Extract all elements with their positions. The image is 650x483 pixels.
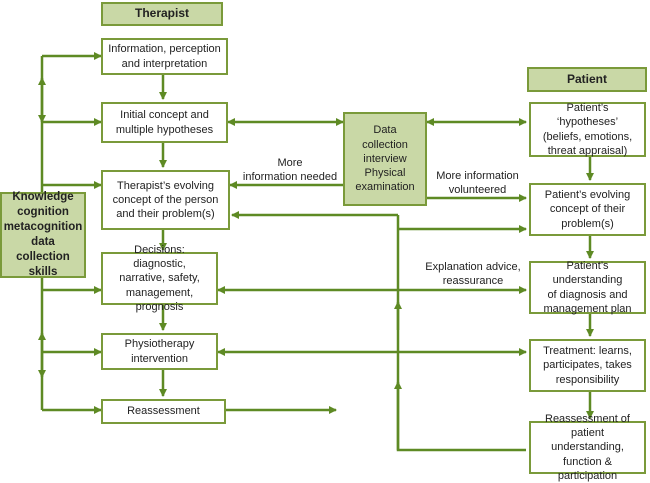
decisions-line-2: narrative, safety, [119,272,200,285]
physio-line-1: Physiotherapy [124,338,195,351]
patient-reassessment-box: Reassessment of patient understanding,fun… [529,413,646,482]
p-und-line-3: management plan [543,302,632,315]
p-reassess-line-3: function & participation [557,455,618,482]
knowledge-line-4: data collection [16,236,70,263]
therapist-header: Therapist [101,2,223,26]
t-evolving-line-1: Therapist’s evolving [116,179,214,192]
initial-line-1: Initial concept and [120,109,209,122]
treat-line-3: responsibility [555,373,620,386]
p-reassess-line-1: Reassessment of [545,412,630,425]
reassessment-box: Reassessment [101,399,226,424]
knowledge-line-3: metacognition [3,221,83,234]
therapist-header-text: Therapist [134,6,189,21]
label-vol-line-2: volunteered [448,183,507,196]
t-evolving-line-3: and their problem(s) [116,208,215,221]
decisions-line-3: management, prognosis [125,286,194,313]
knowledge-line-2: cognition [17,206,69,219]
decisions-line-1: Decisions: diagnostic, [133,243,186,271]
reassess-text: Reassessment [127,405,200,418]
info-line-2: and interpretation [121,57,208,70]
p-und-line-1: Patient’s understanding [552,259,623,287]
dc-line-4: examination [355,181,415,194]
knowledge-line-5: skills [28,265,58,278]
label-exp-line-1: Explanation advice, [425,261,521,273]
treat-line-2: participates, takes [543,359,632,372]
p-und-line-2: of diagnosis and [547,288,628,301]
t-evolving-line-2: concept of the person [112,193,219,206]
dc-line-3: Physical [364,167,406,180]
p-hyp-line-1: Patient’s ‘hypotheses’ [556,101,619,129]
p-hyp-line-3: threat appraisal) [547,144,628,157]
patient-hypotheses-box: Patient’s ‘hypotheses’(beliefs, emotions… [529,102,646,157]
label-vol-line-1: More information [436,170,519,182]
physio-line-2: intervention [131,352,188,365]
decisions-box: Decisions: diagnostic,narrative, safety,… [101,244,218,313]
p-evolving-line-1: Patient’s evolving [544,189,631,202]
patient-header-text: Patient [566,71,607,86]
initial-line-2: multiple hypotheses [115,123,214,136]
p-evolving-line-3: problem(s) [561,217,614,230]
info-line-1: Information, perception [108,43,221,56]
dc-line-2: interview [363,152,407,165]
feedback-loop-line [396,215,526,452]
p-reassess-line-2: patient understanding, [551,427,624,454]
dc-line-1: Data collection [362,124,408,151]
label-more-line-2: information needed [242,170,338,183]
label-more-line-1: More [277,157,303,169]
label-exp-line-2: reassurance [442,274,504,287]
knowledge-line-1: Knowledge [12,191,74,204]
treat-line-1: Treatment: learns, [543,345,632,358]
p-evolving-line-2: concept of their [549,203,626,216]
knowledge-box: Knowledge cognition metacognition data coll… [0,191,86,278]
p-hyp-line-2: (beliefs, emotions, [542,130,633,143]
patient-header: Patient [527,67,647,92]
label-explanation: Explanation advice,reassurance [418,261,528,289]
